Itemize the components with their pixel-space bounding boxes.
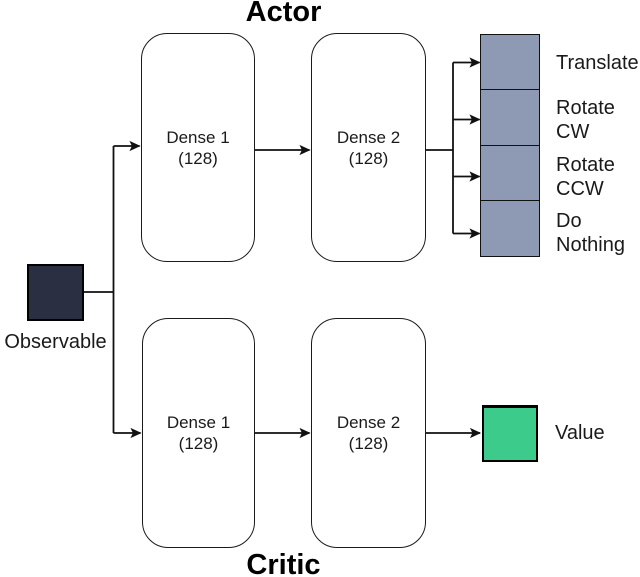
critic-dense2-name: Dense 2 xyxy=(336,413,401,432)
critic-dense2-units: (128) xyxy=(348,434,389,453)
critic-dense1-units: (128) xyxy=(178,434,219,453)
actor-dense2-node: Dense 2 (128) xyxy=(311,33,426,262)
critic-dense1-name: Dense 1 xyxy=(166,413,231,432)
actor-dense1-units: (128) xyxy=(178,148,218,168)
actor-dense2-units: (128) xyxy=(348,148,389,168)
value-node xyxy=(482,405,538,462)
critic-title: Critic xyxy=(246,549,321,577)
do-nothing-label: Do Nothing xyxy=(556,210,625,256)
rotate-ccw-node xyxy=(480,144,540,202)
rotate-ccw-label: Rotate CCW xyxy=(556,154,615,200)
critic-dense2-node: Dense 2 (128) xyxy=(311,318,426,548)
observable-label: Observable xyxy=(4,331,107,353)
value-label: Value xyxy=(555,422,605,444)
actor-title: Actor xyxy=(245,0,322,28)
critic-dense1-node: Dense 1 (128) xyxy=(142,318,255,548)
do-nothing-node xyxy=(480,200,540,258)
observable-node xyxy=(27,264,84,321)
actor-output-column xyxy=(480,34,540,258)
rotate-cw-node xyxy=(480,89,540,147)
rotate-cw-label: Rotate CW xyxy=(556,97,615,143)
translate-label: Translate xyxy=(556,52,639,74)
actor-dense1-name: Dense 1 xyxy=(166,127,230,147)
translate-node xyxy=(480,34,540,91)
actor-dense2-name: Dense 2 xyxy=(336,127,401,147)
actor-dense1-node: Dense 1 (128) xyxy=(141,33,255,262)
